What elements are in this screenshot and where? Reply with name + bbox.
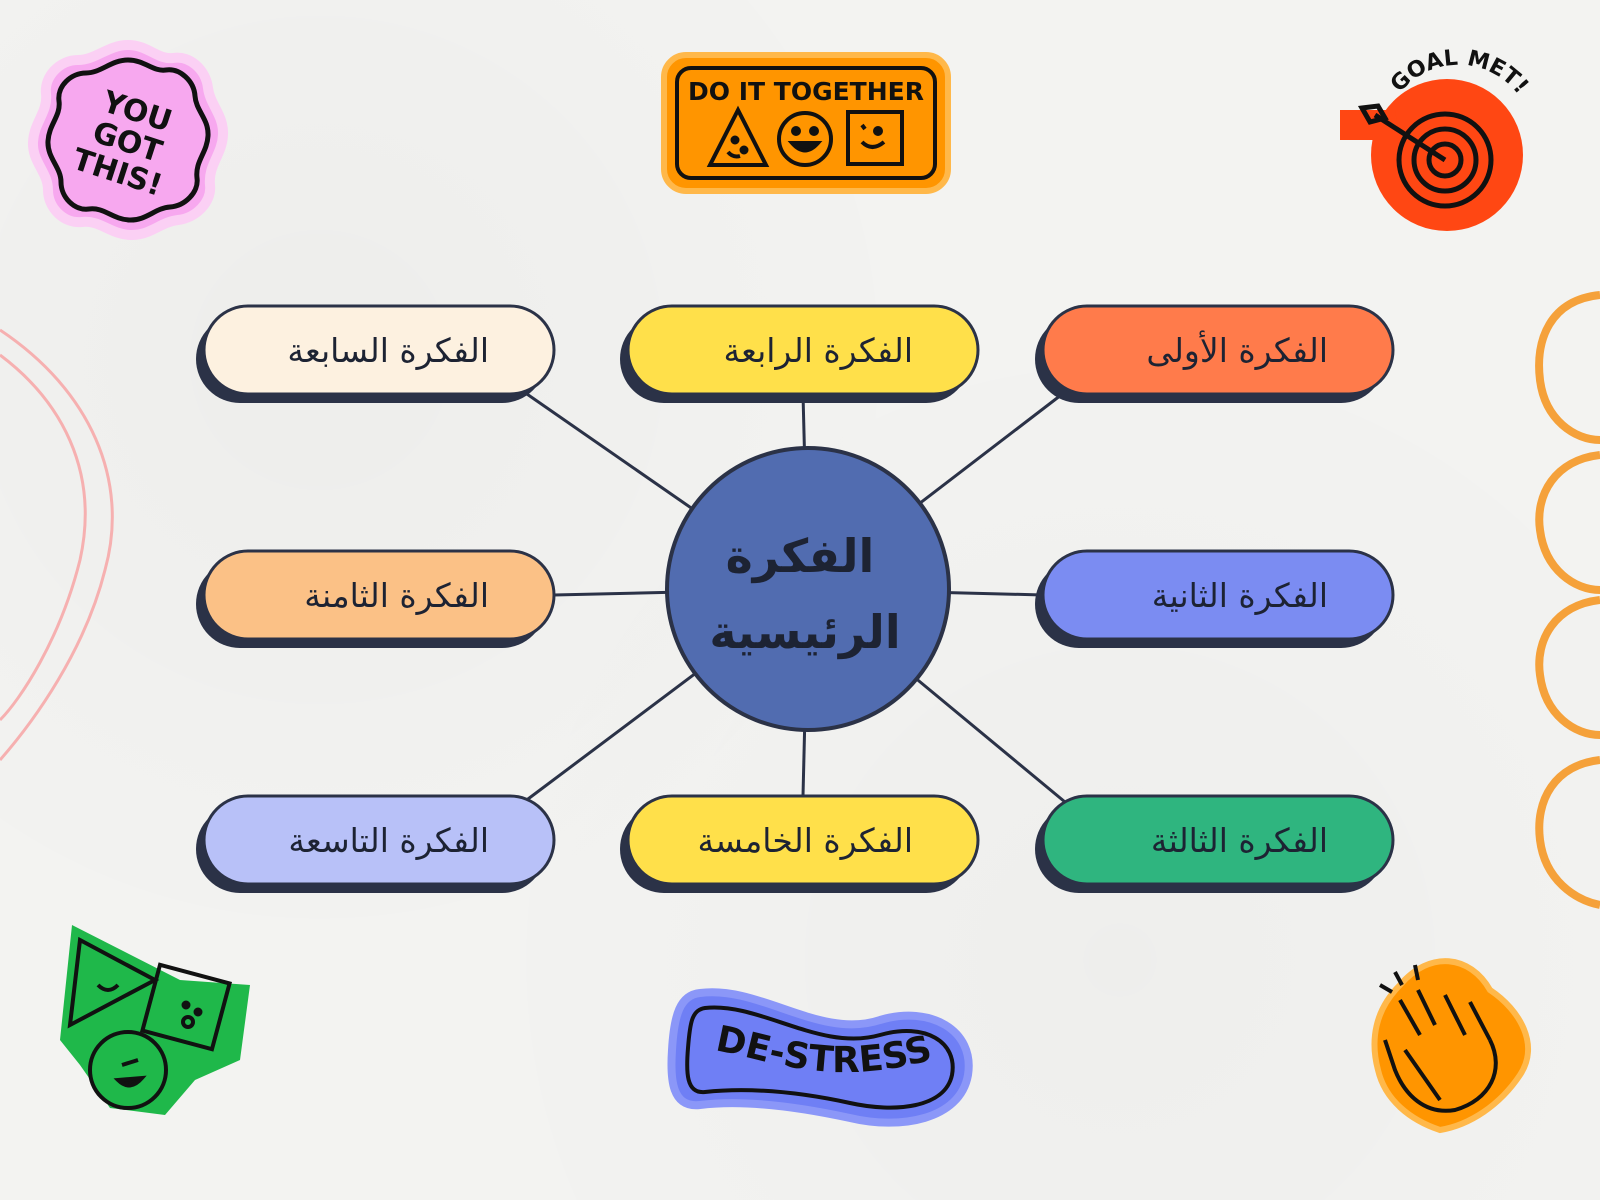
idea-7-pill: الفكرة السابعة bbox=[196, 304, 556, 403]
connector-line bbox=[801, 393, 806, 449]
orange-loop-decoration bbox=[1535, 291, 1600, 909]
pill-body bbox=[626, 304, 980, 396]
central-idea-node: الفكرة الرئيسية bbox=[665, 446, 951, 732]
idea-4-pill: الفكرة الرابعة bbox=[620, 304, 980, 403]
idea-9-pill: الفكرة التاسعة bbox=[196, 794, 556, 893]
square-face-icon bbox=[846, 110, 904, 166]
pill-label: الفكرة الخامسة bbox=[697, 821, 913, 860]
connector-lines bbox=[523, 390, 1066, 804]
connector-line bbox=[915, 677, 1066, 804]
pill-body bbox=[626, 794, 980, 886]
target-arrow-icon bbox=[1357, 103, 1494, 209]
pill-body bbox=[202, 794, 556, 886]
shapes-faces-sticker bbox=[60, 925, 250, 1115]
pill-label: الفكرة السابعة bbox=[287, 331, 489, 370]
do-it-together-label: DO IT TOGETHER bbox=[688, 77, 924, 106]
connector-line bbox=[918, 390, 1066, 505]
pill-label: الفكرة الأولى bbox=[1146, 330, 1328, 370]
connector-line bbox=[523, 672, 697, 804]
pill-label: الفكرة الثانية bbox=[1152, 576, 1328, 615]
pill-body bbox=[1041, 794, 1395, 886]
do-it-together-sticker: DO IT TOGETHER bbox=[661, 52, 951, 194]
smiley-face-icon bbox=[777, 111, 833, 167]
connector-line bbox=[553, 590, 668, 597]
central-idea-line1: الفكرة bbox=[726, 529, 875, 583]
pill-body bbox=[1041, 549, 1395, 641]
pill-body bbox=[202, 304, 556, 396]
pill-label: الفكرة الثالثة bbox=[1151, 821, 1328, 860]
pill-label: الفكرة الثامنة bbox=[304, 576, 489, 615]
pill-body bbox=[1041, 304, 1395, 396]
pill-label: الفكرة الرابعة bbox=[723, 331, 913, 370]
de-stress-sticker: DE-STRESS bbox=[667, 988, 973, 1127]
central-idea-line2: الرئيسية bbox=[709, 605, 900, 659]
shapes-faces-icon bbox=[67, 936, 233, 1110]
central-idea-circle bbox=[665, 446, 951, 732]
clapping-hands-sticker bbox=[1371, 958, 1532, 1134]
you-got-this-sticker: YOU GOT THIS! bbox=[28, 39, 228, 240]
goal-met-sticker: GOAL MET! bbox=[1340, 46, 1533, 231]
pill-label: الفكرة التاسعة bbox=[288, 821, 489, 860]
triangle-face-icon bbox=[706, 105, 770, 167]
pill-body bbox=[202, 549, 556, 641]
idea-pills: الفكرة الأولى الفكرة الثانية الفكرة الثالث… bbox=[196, 304, 1395, 893]
idea-8-pill: الفكرة الثامنة bbox=[196, 549, 556, 648]
idea-1-pill: الفكرة الأولى bbox=[1035, 304, 1395, 403]
clapping-hands-icon bbox=[1378, 964, 1498, 1113]
connector-line bbox=[801, 729, 807, 797]
idea-3-pill: الفكرة الثالثة bbox=[1035, 794, 1395, 893]
connector-line bbox=[948, 591, 1044, 597]
idea-2-pill: الفكرة الثانية bbox=[1035, 549, 1395, 648]
idea-5-pill: الفكرة الخامسة bbox=[620, 794, 980, 893]
pink-curve-decoration bbox=[0, 328, 114, 761]
connector-line bbox=[523, 390, 693, 510]
